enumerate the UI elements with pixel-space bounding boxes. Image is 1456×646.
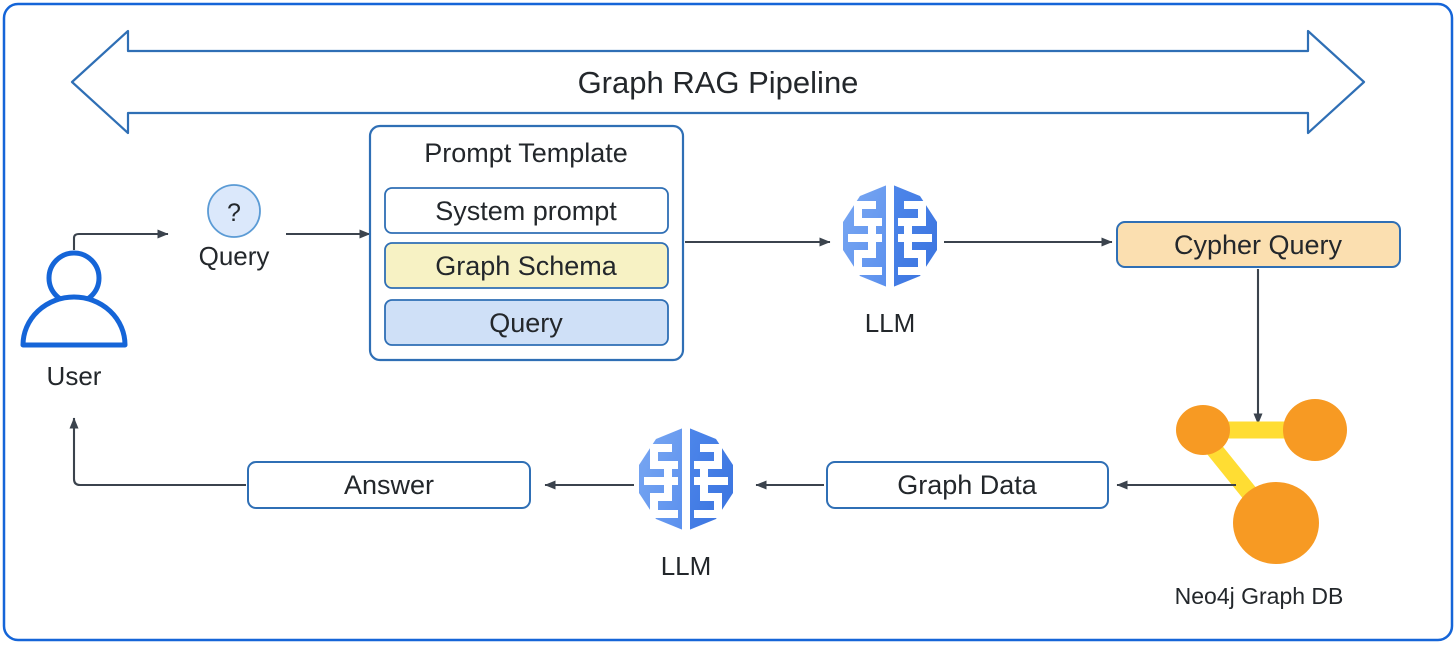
user-label: User: [47, 361, 102, 391]
prompt-row-system-prompt[interactable]: System prompt: [384, 187, 669, 234]
graph-db-label: Neo4j Graph DB: [1175, 583, 1344, 609]
user-icon: [20, 250, 128, 348]
graph-data-box[interactable]: Graph Data: [826, 461, 1109, 509]
connector-answer-to-user: [69, 417, 246, 487]
prompt-row-graph-schema-label: Graph Schema: [435, 251, 618, 281]
graph-data-label: Graph Data: [897, 470, 1038, 500]
graph-node-top-left: [1176, 405, 1230, 455]
prompt-template-box[interactable]: Prompt Template System prompt Graph Sche…: [368, 124, 685, 362]
answer-box[interactable]: Answer: [247, 461, 531, 509]
prompt-row-graph-schema[interactable]: Graph Schema: [384, 242, 669, 289]
prompt-row-query[interactable]: Query: [384, 299, 669, 346]
llm-bottom-label: LLM: [661, 551, 712, 581]
llm-top: LLM: [843, 182, 937, 338]
graph-node-top-right: [1283, 399, 1347, 461]
pipeline-banner-arrow: [70, 29, 1366, 135]
connector-user-to-query: [72, 229, 169, 250]
cypher-query-box[interactable]: Cypher Query: [1116, 221, 1401, 268]
prompt-row-system-prompt-label: System prompt: [435, 196, 617, 226]
graph-node-bottom: [1233, 482, 1319, 564]
prompt-row-query-label: Query: [489, 308, 563, 338]
query-bubble-label: Query: [199, 241, 270, 271]
answer-label: Answer: [344, 470, 434, 500]
query-bubble: ?: [207, 184, 261, 238]
prompt-template-title: Prompt Template: [424, 138, 628, 168]
llm-top-label: LLM: [865, 308, 916, 338]
graph-nodes-icon: [1176, 399, 1347, 564]
question-mark-icon: ?: [227, 199, 241, 227]
pipeline-banner-label: Graph RAG Pipeline: [578, 65, 859, 100]
cypher-query-label: Cypher Query: [1174, 230, 1343, 260]
llm-bottom: LLM: [639, 425, 733, 581]
